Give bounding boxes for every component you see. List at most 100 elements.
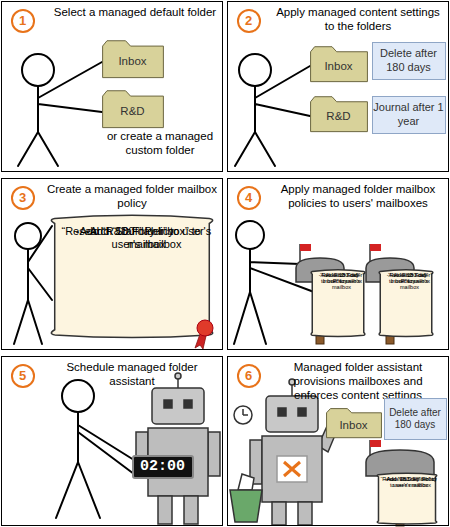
step-number: 4 [245, 190, 252, 206]
panel-caption: or create a managed custom folder [100, 130, 220, 158]
stick-figure [18, 54, 102, 166]
folder-shape [310, 96, 367, 131]
mailbox-flag [370, 440, 381, 447]
figure-head [239, 54, 271, 86]
text-area: 2 [237, 9, 261, 33]
policy-scroll: “Research Staff” Policy-Add “180 day Inb… [378, 268, 434, 338]
panel-caption: Apply managed folder mailbox policies to… [272, 183, 444, 211]
panel-caption: Schedule managed folder assistant [46, 361, 218, 389]
step-number: 1 [19, 13, 26, 29]
trash-bucket [230, 474, 262, 522]
figure-body [14, 226, 52, 344]
policy-text: -Add “R&D Folder” to user's mailbox [383, 272, 434, 284]
text-area: Delete after 180 days [385, 399, 446, 439]
text-area: Inbox [326, 408, 382, 438]
robot-eye [184, 400, 192, 408]
panel-caption: Managed folder assistant provisions mail… [272, 361, 444, 402]
robot-logo-mark [284, 462, 300, 476]
figure-body [56, 412, 134, 518]
number-circle [11, 186, 33, 208]
bucket-body [230, 490, 262, 522]
folder-icon: R&D [310, 96, 368, 132]
stick-figure [235, 54, 310, 166]
callout-number: 3 [11, 186, 35, 210]
text-area: “Research Staff” Policy:-Add “180 day In… [48, 212, 216, 340]
text-area: 6 [237, 364, 261, 388]
panel-caption: Select a managed default folder [52, 6, 218, 20]
content-setting-box: Delete after 180 days [384, 398, 447, 440]
folder-icon: R&D [102, 90, 164, 128]
text-area: R&D [310, 96, 368, 132]
folder-label: Inbox [339, 419, 367, 433]
stick-figure [14, 223, 52, 344]
folder-shape [102, 40, 163, 77]
comic-panel: Managed folder assistant provisions mail… [227, 356, 449, 526]
comic-panel: Select a managed default folder or create… [1, 1, 223, 172]
setting-text: Delete after 180 days [385, 407, 446, 431]
figure-body [18, 62, 102, 166]
trash-paper [238, 474, 254, 490]
callout-number: 6 [237, 364, 261, 388]
figure-head [15, 223, 41, 249]
robot-leg [184, 496, 198, 524]
mailbox-body [366, 450, 434, 476]
text-area: 4 [237, 186, 261, 210]
clock-face [234, 406, 252, 424]
text-area: Inbox [310, 46, 368, 82]
text-area: 1 [11, 9, 35, 33]
mailbox-flag [300, 244, 311, 251]
text-area: Delete after 180 days [373, 43, 445, 79]
clock-hands [243, 409, 248, 415]
folder-label: R&D [120, 105, 144, 119]
wax-seal [195, 320, 213, 349]
text-area: 5 [11, 364, 35, 388]
folder-label: Inbox [324, 60, 352, 74]
stick-figure [56, 380, 134, 518]
content-setting-box: Delete after 180 days [372, 42, 446, 80]
text-area: Inbox [102, 40, 164, 78]
clock-time: 02:00 [140, 458, 185, 476]
callout-number: 2 [237, 9, 261, 33]
mailbox-flag [370, 244, 381, 251]
folder-icon: Inbox [310, 46, 368, 82]
callout-number: 5 [11, 364, 35, 388]
seal-disc [197, 320, 213, 336]
setting-text: Journal after 1 year [373, 101, 445, 127]
robot-eye [298, 408, 306, 416]
figure-body [235, 66, 310, 166]
setting-text: Delete after 180 days [373, 47, 445, 73]
number-circle [237, 186, 259, 208]
robot [136, 373, 220, 524]
comic-panel: Create a managed folder mailbox policy3“… [1, 178, 223, 350]
policy-text: -Add “R&D Folder” to user's mailbox [62, 225, 216, 253]
comic-panel: Apply managed content settings to the fo… [227, 1, 449, 172]
robot-arm [208, 432, 220, 476]
step-number: 3 [19, 190, 26, 206]
robot-head [266, 396, 318, 432]
robot-antenna-ball [175, 373, 181, 379]
step-number: 6 [245, 368, 252, 384]
figure-head [22, 54, 54, 86]
robot-leg [272, 502, 286, 525]
number-circle [11, 364, 33, 386]
policy-text: -Add “R&D Folder” to user's mailbox [315, 272, 366, 284]
callout-number: 4 [237, 186, 261, 210]
folder-shape [102, 90, 163, 127]
text-area: “Research Staff” Policy-Add “180 day Inb… [376, 472, 438, 525]
robot-eye [164, 400, 172, 408]
text-area: Journal after 1 year [373, 97, 445, 133]
comic-panel: Apply managed folder mailbox policies to… [227, 178, 449, 350]
number-circle [237, 364, 259, 386]
robot-head [152, 388, 204, 424]
figure-head [236, 221, 264, 249]
step-number: 2 [245, 13, 252, 29]
seal-ribbon [195, 334, 206, 349]
text-area: “Research Staff” Policy-Add “180 day Inb… [378, 268, 434, 338]
folder-label: Inbox [118, 55, 146, 69]
panel-caption: Apply managed content settings to the fo… [272, 6, 444, 34]
robot-antenna [291, 384, 293, 396]
robot [250, 379, 338, 525]
policy-scroll: “Research Staff” Policy-Add “180 day Inb… [310, 268, 366, 338]
folder-icon: Inbox [102, 40, 164, 78]
